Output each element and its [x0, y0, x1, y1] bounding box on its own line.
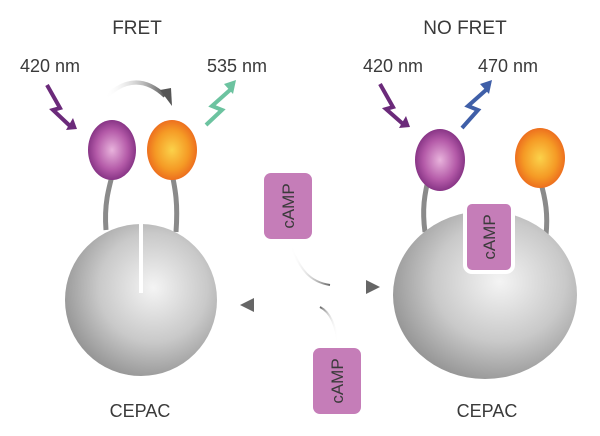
right-protein-label: CEPAC [457, 401, 518, 421]
free-camp-bottom-label: cAMP [328, 358, 347, 403]
nofret-title: NO FRET [423, 18, 507, 39]
free-camp-top: cAMP [264, 173, 312, 239]
bound-camp-label: cAMP [480, 214, 499, 259]
nofret-emission-arrow-icon [460, 80, 492, 130]
left-excitation-label: 420 nm [20, 56, 80, 76]
bound-camp: cAMP [463, 200, 515, 274]
fret-emission-arrow-icon [204, 80, 236, 127]
fret-title: FRET [112, 18, 162, 39]
free-camp-bottom: cAMP [313, 348, 361, 414]
energy-transfer-arrow-icon [103, 80, 172, 106]
right-emission-label: 470 nm [478, 56, 538, 76]
left-cepac-protein [65, 164, 217, 376]
left-excitation-arrow-icon [45, 84, 77, 130]
left-emission-label: 535 nm [207, 56, 267, 76]
left-acceptor-fluorophore [147, 120, 197, 180]
left-protein-label: CEPAC [110, 401, 171, 421]
equilibrium-arrows-icon [240, 243, 380, 346]
left-donor-fluorophore [88, 120, 136, 180]
free-camp-top-label: cAMP [279, 183, 298, 228]
right-acceptor-fluorophore [515, 128, 565, 188]
right-donor-fluorophore [415, 129, 465, 191]
right-excitation-arrow-icon [378, 83, 410, 128]
right-excitation-label: 420 nm [363, 56, 423, 76]
